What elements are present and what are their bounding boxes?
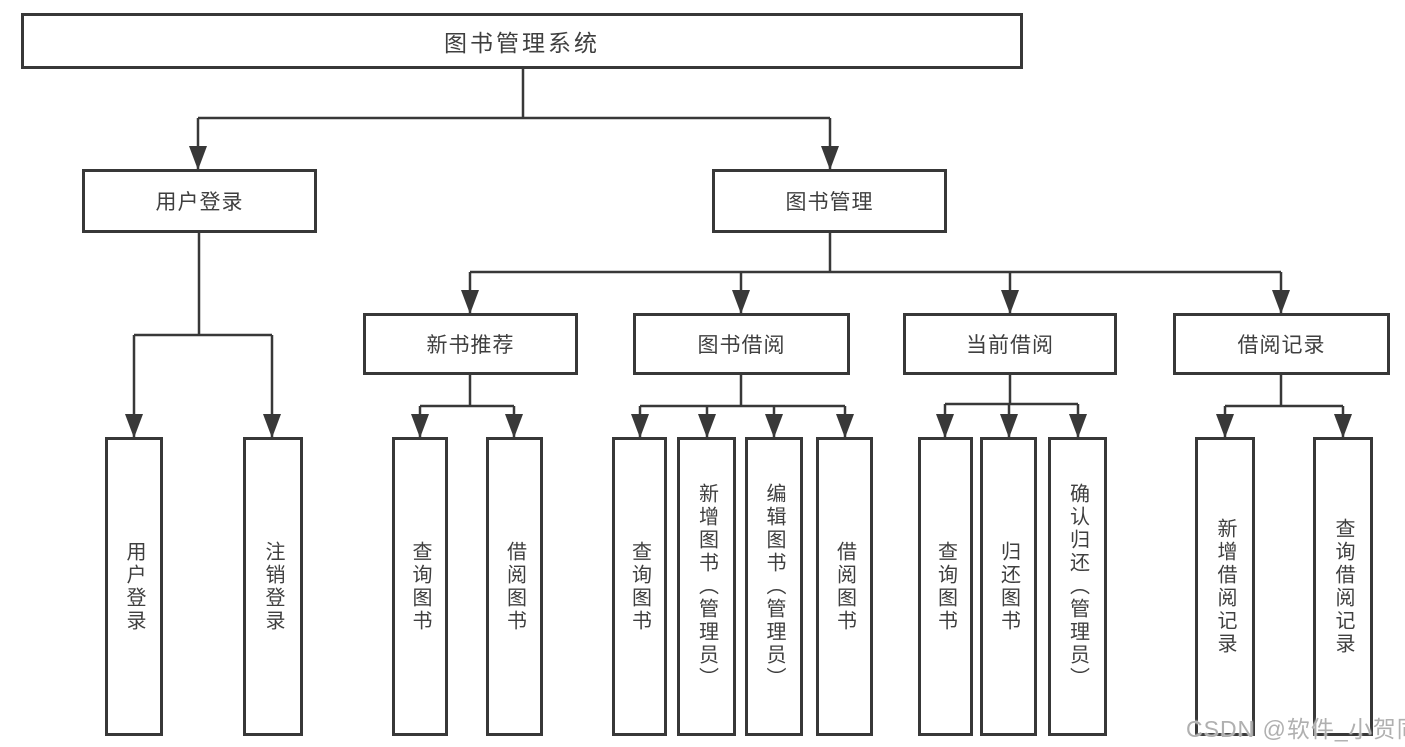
leaf-label: 归还图书 xyxy=(997,540,1020,633)
node-book-management: 图书管理 xyxy=(712,169,947,233)
leaf-label: 查询图书 xyxy=(409,540,431,633)
leaf-query-books-recommend: 查询图书 xyxy=(392,437,448,736)
leaf-label: 注销登录 xyxy=(262,540,284,633)
node-book-borrow: 图书借阅 xyxy=(633,313,850,375)
leaf-label: 编辑图书（管理员） xyxy=(763,483,785,690)
leaf-confirm-return-admin: 确认归还（管理员） xyxy=(1048,437,1107,736)
node-borrow-records: 借阅记录 xyxy=(1173,313,1390,375)
leaf-label: 用户登录 xyxy=(123,540,145,633)
leaf-user-login: 用户登录 xyxy=(105,437,163,736)
leaf-return-books: 归还图书 xyxy=(980,437,1037,736)
leaf-label: 新增图书（管理员） xyxy=(695,483,718,690)
leaf-add-books-admin: 新增图书（管理员） xyxy=(677,437,736,736)
leaf-label: 确认归还（管理员） xyxy=(1066,483,1089,690)
node-user-login: 用户登录 xyxy=(82,169,317,233)
leaf-label: 查询图书 xyxy=(628,540,651,633)
leaf-label: 查询借阅记录 xyxy=(1332,517,1354,656)
leaf-borrow-books: 借阅图书 xyxy=(816,437,873,736)
leaf-label: 查询图书 xyxy=(934,540,957,633)
leaf-query-borrow-record: 查询借阅记录 xyxy=(1313,437,1373,736)
leaf-edit-books-admin: 编辑图书（管理员） xyxy=(745,437,803,736)
node-new-book-recommend: 新书推荐 xyxy=(363,313,578,375)
leaf-add-borrow-record: 新增借阅记录 xyxy=(1195,437,1255,736)
node-library-management-system: 图书管理系统 xyxy=(21,13,1023,69)
leaf-label: 借阅图书 xyxy=(503,540,526,633)
leaf-borrow-books-recommend: 借阅图书 xyxy=(486,437,543,736)
leaf-label: 新增借阅记录 xyxy=(1214,517,1236,656)
leaf-query-books-borrow: 查询图书 xyxy=(612,437,667,736)
leaf-query-books-current: 查询图书 xyxy=(918,437,973,736)
leaf-logout-login: 注销登录 xyxy=(243,437,303,736)
csdn-watermark: CSDN @软件_小贺同学 xyxy=(1186,716,1405,742)
node-current-borrow: 当前借阅 xyxy=(903,313,1117,375)
leaf-label: 借阅图书 xyxy=(833,540,856,633)
